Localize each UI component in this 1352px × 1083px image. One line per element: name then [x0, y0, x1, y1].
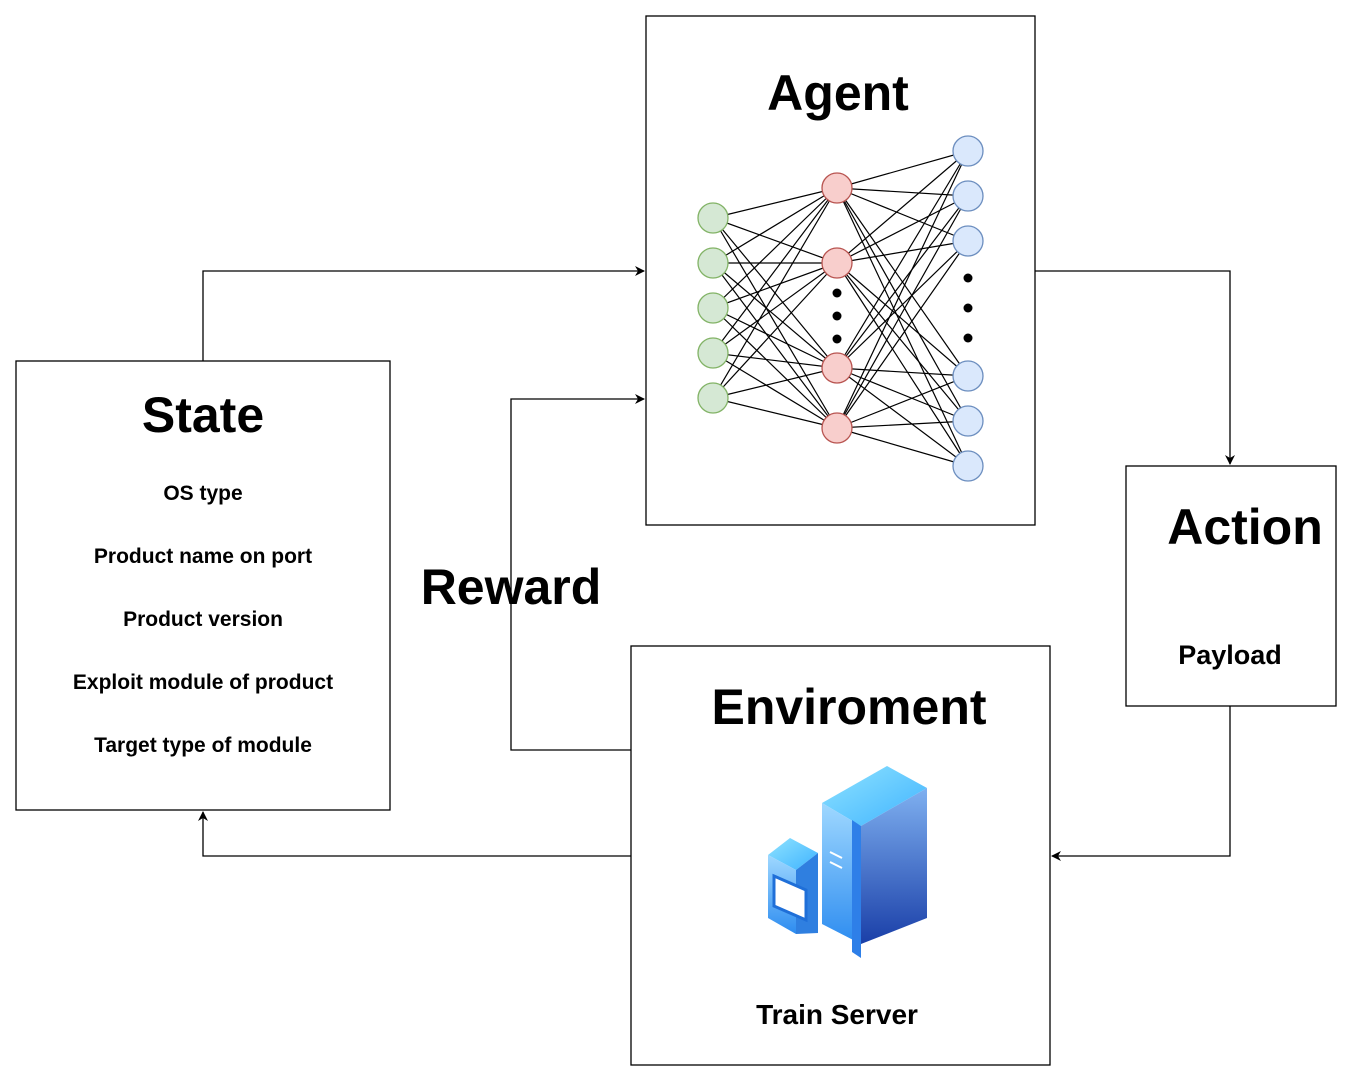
nn-hidden-node: [821, 247, 853, 279]
nn-edge: [836, 375, 969, 429]
nn-output-node: [952, 405, 984, 437]
server-label: Train Server: [756, 999, 918, 1030]
nn-edge: [836, 150, 969, 189]
nn-hidden-node: [821, 352, 853, 384]
environment-to-state-arrow: [198, 811, 631, 857]
state-box: [15, 360, 391, 811]
nn-edges: [712, 150, 969, 467]
nn-edge: [712, 262, 838, 399]
nn-edge: [712, 307, 838, 369]
action-title: Action: [1167, 499, 1323, 555]
action-item-payload: Payload: [1178, 640, 1282, 670]
nn-edge: [836, 240, 969, 429]
nn-output-node: [952, 180, 984, 212]
nn-edge: [836, 195, 969, 369]
nn-edge: [836, 150, 969, 429]
ellipsis-dot: [963, 303, 973, 313]
server-small-screen: [772, 873, 808, 923]
neural-network: [697, 135, 984, 482]
state-title: State: [142, 387, 264, 443]
nn-input-node: [697, 202, 729, 234]
nn-edge: [836, 427, 969, 467]
ellipsis-dot: [963, 273, 973, 283]
nn-hidden-node: [821, 172, 853, 204]
server-tall-top: [822, 766, 927, 826]
nn-edge: [712, 187, 838, 264]
action-box: [1125, 465, 1337, 707]
nn-edge: [712, 397, 838, 429]
ellipsis-dot: [832, 334, 842, 344]
server-icon: [768, 766, 927, 958]
nn-edge: [836, 195, 969, 429]
state-item: OS type: [163, 482, 242, 505]
reward-arrow: [510, 394, 645, 751]
nn-edge: [712, 352, 838, 429]
nn-hidden-node: [821, 412, 853, 444]
ellipsis-dot: [963, 333, 973, 343]
nn-input-node: [697, 292, 729, 324]
nn-edge: [712, 187, 838, 399]
state-item: Target type of module: [94, 734, 312, 757]
connectors: [198, 266, 1235, 861]
state-items: OS type Product name on port Product ver…: [73, 482, 333, 757]
nn-edge: [836, 150, 969, 369]
environment-title: Enviroment: [711, 679, 986, 735]
nn-edge: [712, 187, 838, 219]
nn-output-node: [952, 135, 984, 167]
nn-edge: [712, 217, 838, 264]
nn-edge: [836, 187, 969, 467]
agent-title: Agent: [767, 65, 909, 121]
action-to-environment-arrow: [1051, 706, 1231, 861]
server-tall-front: [861, 788, 927, 944]
server-tall-left: [822, 803, 861, 944]
nn-edge: [836, 420, 969, 429]
server-slot-line: [829, 861, 843, 869]
nn-edge: [712, 217, 838, 429]
nn-edge: [712, 307, 838, 429]
nn-edge: [712, 367, 838, 399]
server-slot-line: [829, 851, 843, 859]
nn-nodes: [697, 135, 984, 482]
nn-output-node: [952, 225, 984, 257]
ellipsis-dot: [832, 288, 842, 298]
nn-edge: [836, 195, 969, 264]
nn-edge: [712, 262, 838, 309]
nn-edge: [836, 262, 969, 377]
nn-input-node: [697, 382, 729, 414]
nn-edge: [836, 187, 969, 197]
nn-edge: [712, 262, 838, 369]
nn-edge: [836, 367, 969, 467]
nn-edge: [836, 240, 969, 264]
state-to-agent-arrow: [202, 266, 645, 361]
nn-input-node: [697, 337, 729, 369]
nn-edge: [836, 187, 969, 242]
nn-edge: [712, 187, 838, 309]
nn-edge: [712, 262, 838, 429]
nn-output-node: [952, 450, 984, 482]
reward-label: Reward: [421, 559, 602, 615]
server-small-top: [768, 838, 818, 870]
state-item: Exploit module of product: [73, 671, 333, 694]
state-item: Product version: [123, 608, 283, 631]
agent-to-action-arrow: [1035, 270, 1235, 465]
nn-edge: [836, 367, 969, 422]
nn-edge: [836, 367, 969, 377]
nn-input-node: [697, 247, 729, 279]
nn-edge: [836, 262, 969, 422]
nn-edge: [836, 240, 969, 369]
nn-edge: [712, 352, 838, 369]
nn-edge: [712, 262, 838, 354]
nn-edge: [836, 150, 969, 264]
nn-output-node: [952, 360, 984, 392]
nn-edge: [836, 262, 969, 467]
server-tall-edge: [852, 820, 861, 958]
ellipsis-dot: [832, 311, 842, 321]
state-item: Product name on port: [94, 545, 312, 568]
nn-edge: [712, 187, 838, 354]
